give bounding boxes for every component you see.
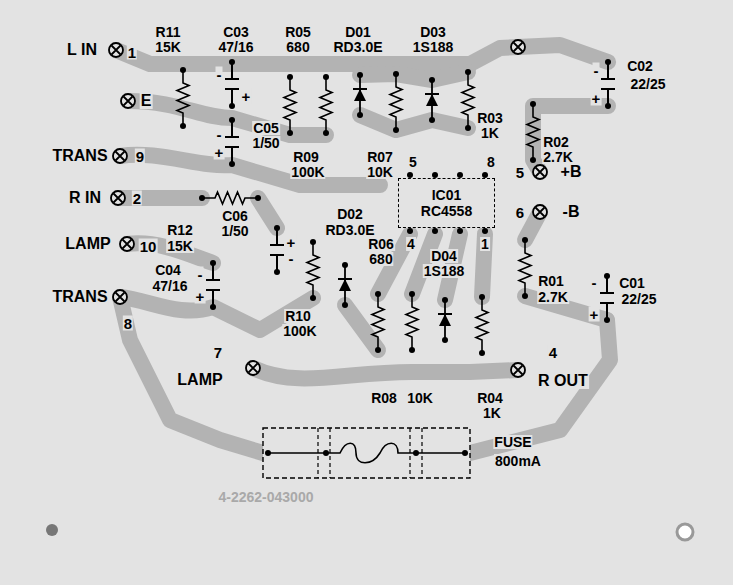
part-label: + <box>214 145 225 160</box>
part-label: 22/25 <box>629 77 666 91</box>
terminal-label: 9 <box>135 149 145 164</box>
part-label: R08 <box>370 391 398 405</box>
terminal-label: LAMP <box>176 372 223 388</box>
terminal-label: 8 <box>123 316 133 331</box>
part-label: 800mA <box>494 454 542 468</box>
part-label: 1K <box>482 406 502 420</box>
resistor-symbol <box>177 67 539 356</box>
part-label: R01 <box>537 274 565 288</box>
terminal-label: 5 <box>515 165 525 180</box>
part-label: RD3.0E <box>332 40 383 54</box>
terminal-label: 10 <box>139 239 158 254</box>
part-label: + <box>589 307 600 322</box>
part-label: C02 <box>626 59 654 73</box>
part-label: R09 <box>292 150 320 164</box>
terminal-label: 1 <box>127 45 137 60</box>
part-label: 10K <box>406 391 434 405</box>
terminal-label: TRANS <box>51 148 108 164</box>
part-label: 1K <box>480 126 500 140</box>
part-label: + <box>591 91 602 106</box>
part-label: R07 <box>366 150 394 164</box>
part-label: R05 <box>284 25 312 39</box>
part-label: R04 <box>476 391 504 405</box>
part-label: D01 <box>344 25 372 39</box>
part-label: C06 <box>221 209 249 223</box>
part-label: D04 <box>430 249 458 263</box>
part-label: R12 <box>166 223 194 237</box>
terminal-label: 6 <box>515 205 525 220</box>
part-label: - <box>593 63 600 78</box>
part-label: 2.7K <box>537 290 569 304</box>
mounting-hole <box>46 524 693 540</box>
terminal-symbol <box>109 40 547 377</box>
part-label: 10K <box>366 165 394 179</box>
part-label: 15K <box>166 239 194 253</box>
part-label: 4-2262-043000 <box>218 490 315 504</box>
part-label: 1/50 <box>251 136 280 150</box>
terminal-label: -B <box>562 204 581 220</box>
part-label: R06 <box>367 237 395 251</box>
part-label: FUSE <box>493 435 532 449</box>
terminal-label: LAMP <box>64 236 111 252</box>
part-label: + <box>286 235 297 250</box>
terminal-label: TRANS <box>51 289 108 305</box>
part-label: C03 <box>222 25 250 39</box>
part-label: + <box>241 89 252 104</box>
capacitor-symbol <box>206 59 615 323</box>
part-label: 1 <box>480 237 490 251</box>
part-label: - <box>197 267 204 282</box>
part-label: 15K <box>154 40 182 54</box>
part-label: R11 <box>155 25 182 39</box>
part-label: - <box>591 275 598 290</box>
ic-text: IC01 <box>432 187 462 203</box>
ic-outline: IC01RC4558 <box>398 178 495 228</box>
part-label: 680 <box>368 252 393 266</box>
part-label: 1S188 <box>423 264 465 278</box>
part-label: C05 <box>252 121 280 135</box>
part-label: + <box>195 289 206 304</box>
part-label: C01 <box>618 276 646 290</box>
terminal-label: +B <box>560 164 583 180</box>
part-label: - <box>216 67 223 82</box>
part-label: D03 <box>419 25 447 39</box>
part-label: 1S188 <box>412 40 454 54</box>
part-label: C04 <box>154 263 182 277</box>
terminal-label: 4 <box>548 345 558 360</box>
part-label: 4 <box>406 237 416 251</box>
terminal-label: R IN <box>68 190 102 206</box>
part-label: - <box>216 127 223 142</box>
ic-text: RC4558 <box>421 203 472 219</box>
terminal-label: R OUT <box>537 373 589 389</box>
part-label: 1/50 <box>220 224 249 238</box>
part-label: 2.7K <box>542 150 574 164</box>
part-label: 100K <box>282 324 317 338</box>
terminal-label: 2 <box>132 191 142 206</box>
part-label: 47/16 <box>151 279 188 293</box>
part-label: R10 <box>284 309 312 323</box>
part-label: D02 <box>336 207 364 221</box>
part-label: 100K <box>290 165 325 179</box>
part-label: R03 <box>476 111 504 125</box>
part-label: 8 <box>486 155 496 169</box>
part-label: 5 <box>408 155 418 169</box>
part-label: R02 <box>542 135 570 149</box>
terminal-label: L IN <box>66 42 98 58</box>
terminal-label: E <box>140 93 153 109</box>
part-label: 22/25 <box>620 292 657 306</box>
part-label: 47/16 <box>217 40 254 54</box>
part-label: - <box>288 251 295 266</box>
fuse-holder <box>263 428 470 478</box>
copper-traces <box>116 45 610 453</box>
part-label: 680 <box>285 40 310 54</box>
part-label: RD3.0E <box>324 223 375 237</box>
terminal-label: 7 <box>213 345 223 360</box>
